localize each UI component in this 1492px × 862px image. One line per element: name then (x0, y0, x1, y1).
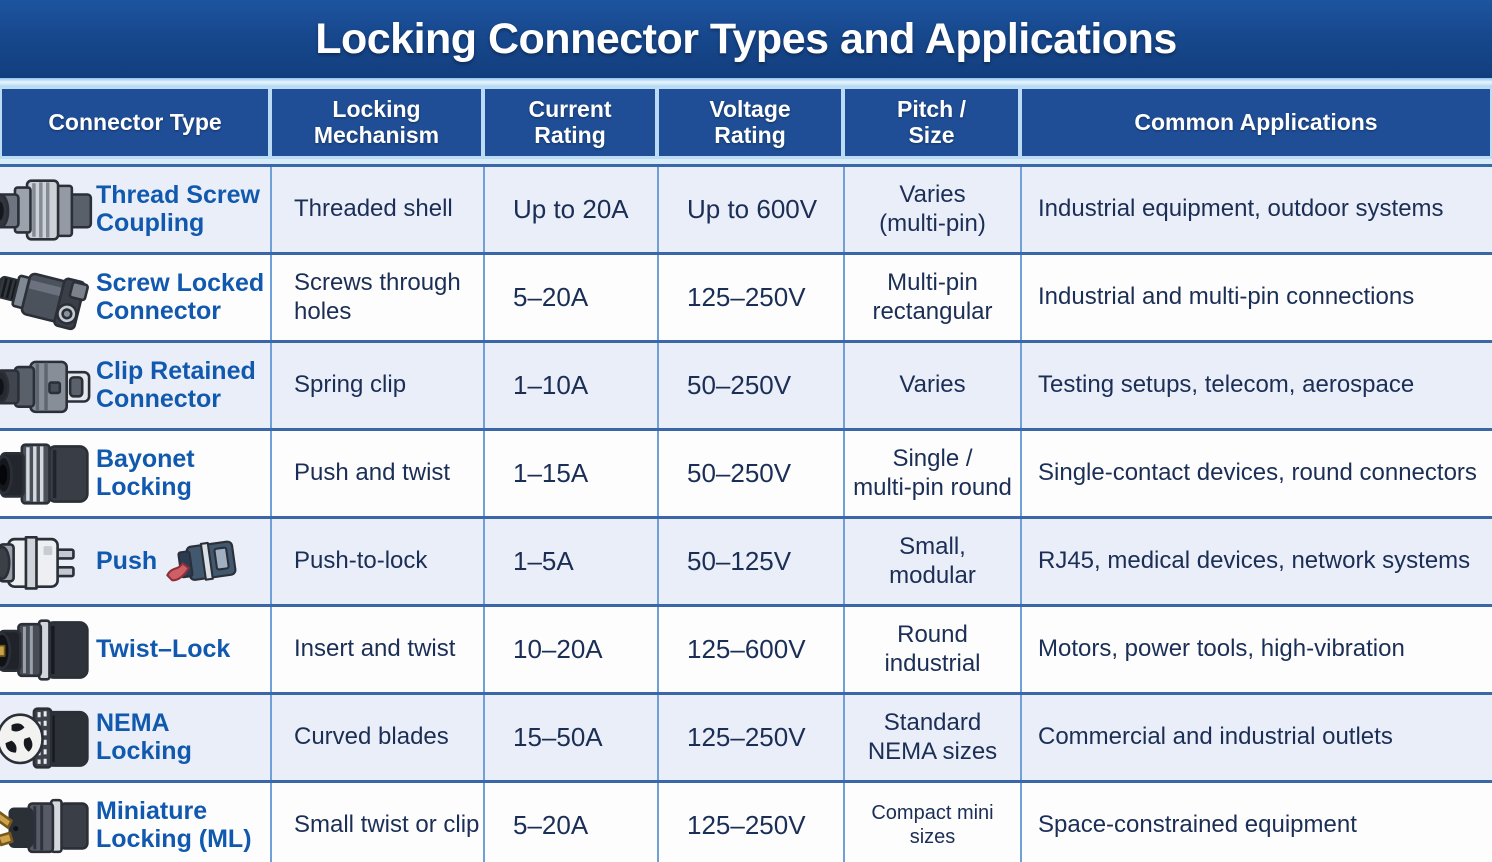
connector-type-label: NEMA Locking (96, 709, 192, 765)
current-rating-cell: 1–5A (483, 519, 657, 604)
locking-mechanism-cell: Curved blades (270, 695, 483, 780)
applications-cell: Single-contact devices, round connectors (1020, 431, 1492, 516)
table-row: Push Push-to-lock 1–5A 50–125V Small, mo… (0, 516, 1492, 604)
table-row: Thread Screw Coupling Threaded shell Up … (0, 164, 1492, 252)
current-rating-cell: Up to 20A (483, 167, 657, 252)
applications-cell: Commercial and industrial outlets (1020, 695, 1492, 780)
connector-type-label: Screw Locked Connector (96, 269, 265, 325)
pitch-size-cell: Multi-pin rectangular (843, 255, 1020, 340)
applications-cell: Industrial equipment, outdoor systems (1020, 167, 1492, 252)
current-rating-cell: 10–20A (483, 607, 657, 692)
locking-mechanism-cell: Small twist or clip (270, 783, 483, 862)
title-bar: Locking Connector Types and Applications (0, 0, 1492, 78)
connector-type-label: Push (96, 546, 158, 575)
applications-cell: Motors, power tools, high-vibration (1020, 607, 1492, 692)
connector-type-label: Clip Retained Connector (96, 357, 256, 413)
locking-mechanism-cell: Screws through holes (270, 255, 483, 340)
pitch-size-cell: Standard NEMA sizes (843, 695, 1020, 780)
voltage-rating-cell: 50–250V (657, 343, 843, 428)
current-rating-cell: 1–10A (483, 343, 657, 428)
current-rating-cell: 1–15A (483, 431, 657, 516)
applications-cell: Space-constrained equipment (1020, 783, 1492, 862)
pitch-size-cell: Compact mini sizes (843, 783, 1020, 862)
header-common-applications: Common Applications (1020, 87, 1492, 159)
connector-type-label: Miniature Locking (ML) (96, 797, 252, 853)
current-rating-cell: 5–20A (483, 255, 657, 340)
connector-type-cell: Thread Screw Coupling (0, 167, 270, 252)
connector-type-cell: Clip Retained Connector (0, 343, 270, 428)
connector-type-cell: Twist–Lock (0, 607, 270, 692)
current-rating-cell: 15–50A (483, 695, 657, 780)
voltage-rating-cell: 125–600V (657, 607, 843, 692)
screw-locked-connector-icon (0, 259, 96, 337)
voltage-rating-cell: Up to 600V (657, 167, 843, 252)
pitch-size-cell: Small, modular (843, 519, 1020, 604)
voltage-rating-cell: 125–250V (657, 783, 843, 862)
connector-type-cell: Miniature Locking (ML) (0, 783, 270, 862)
pitch-size-cell: Varies (multi-pin) (843, 167, 1020, 252)
page-title: Locking Connector Types and Applications (315, 14, 1177, 63)
applications-cell: RJ45, medical devices, network systems (1020, 519, 1492, 604)
bayonet-locking-icon (0, 435, 96, 513)
table-row: Bayonet Locking Push and twist 1–15A 50–… (0, 428, 1492, 516)
voltage-rating-cell: 125–250V (657, 255, 843, 340)
connector-type-label: Bayonet Locking (96, 445, 195, 501)
thread-screw-coupling-icon (0, 171, 96, 249)
connector-type-cell: Screw Locked Connector (0, 255, 270, 340)
table-header-row: Connector Type Locking Mechanism Current… (0, 87, 1492, 164)
nema-locking-icon (0, 699, 96, 777)
push-lever-connector-icon (163, 530, 241, 594)
connector-type-cell: NEMA Locking (0, 695, 270, 780)
header-locking-mechanism: Locking Mechanism (270, 87, 483, 159)
clip-retained-connector-icon (0, 347, 96, 425)
pitch-size-cell: Varies (843, 343, 1020, 428)
locking-mechanism-cell: Push-to-lock (270, 519, 483, 604)
table-row: Clip Retained Connector Spring clip 1–10… (0, 340, 1492, 428)
current-rating-cell: 5–20A (483, 783, 657, 862)
push-connector-icon (0, 523, 96, 601)
twist-lock-icon (0, 611, 96, 689)
table-row: Twist–Lock Insert and twist 10–20A 125–6… (0, 604, 1492, 692)
locking-mechanism-cell: Push and twist (270, 431, 483, 516)
pitch-size-cell: Single / multi-pin round (843, 431, 1020, 516)
header-voltage-rating: Voltage Rating (657, 87, 843, 159)
header-pitch-size: Pitch / Size (843, 87, 1020, 159)
connector-type-label: Twist–Lock (96, 634, 231, 663)
connector-type-cell: Bayonet Locking (0, 431, 270, 516)
header-current-rating: Current Rating (483, 87, 657, 159)
applications-cell: Industrial and multi-pin connections (1020, 255, 1492, 340)
header-connector-type: Connector Type (0, 87, 270, 159)
locking-mechanism-cell: Threaded shell (270, 167, 483, 252)
table-row: NEMA Locking Curved blades 15–50A 125–25… (0, 692, 1492, 780)
miniature-locking-ml-icon (0, 787, 96, 862)
pitch-size-cell: Round industrial (843, 607, 1020, 692)
table-row: Screw Locked Connector Screws through ho… (0, 252, 1492, 340)
voltage-rating-cell: 50–125V (657, 519, 843, 604)
voltage-rating-cell: 125–250V (657, 695, 843, 780)
locking-mechanism-cell: Insert and twist (270, 607, 483, 692)
voltage-rating-cell: 50–250V (657, 431, 843, 516)
title-separator (0, 78, 1492, 87)
applications-cell: Testing setups, telecom, aerospace (1020, 343, 1492, 428)
connector-type-label: Thread Screw Coupling (96, 181, 260, 237)
connector-type-cell: Push (0, 519, 270, 604)
locking-mechanism-cell: Spring clip (270, 343, 483, 428)
table-row: Miniature Locking (ML) Small twist or cl… (0, 780, 1492, 862)
